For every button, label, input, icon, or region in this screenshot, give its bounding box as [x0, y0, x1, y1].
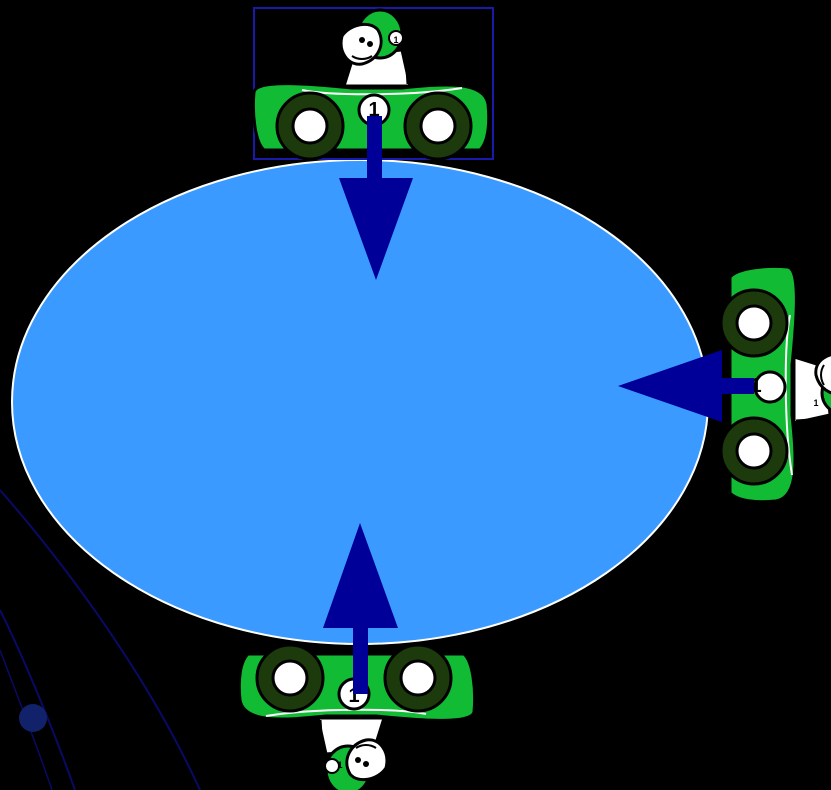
arrow-top	[339, 116, 413, 280]
background-orbit	[0, 489, 201, 790]
helmet-number: 1	[393, 35, 398, 45]
car-number: 1	[750, 375, 761, 397]
arrow-bottom	[323, 523, 398, 694]
helmet-number: 1	[337, 760, 342, 770]
helmet-number: 1	[813, 398, 818, 408]
car-number: 1	[368, 99, 379, 121]
car-bottom[interactable]: 1 1	[237, 643, 477, 790]
orbit-line-outer	[0, 489, 201, 790]
orbit-ball	[19, 704, 47, 732]
car-right[interactable]: 1 1	[719, 264, 831, 504]
arrow-right	[618, 350, 754, 422]
car-number: 1	[348, 685, 359, 707]
orbit-line-mid	[0, 609, 76, 790]
